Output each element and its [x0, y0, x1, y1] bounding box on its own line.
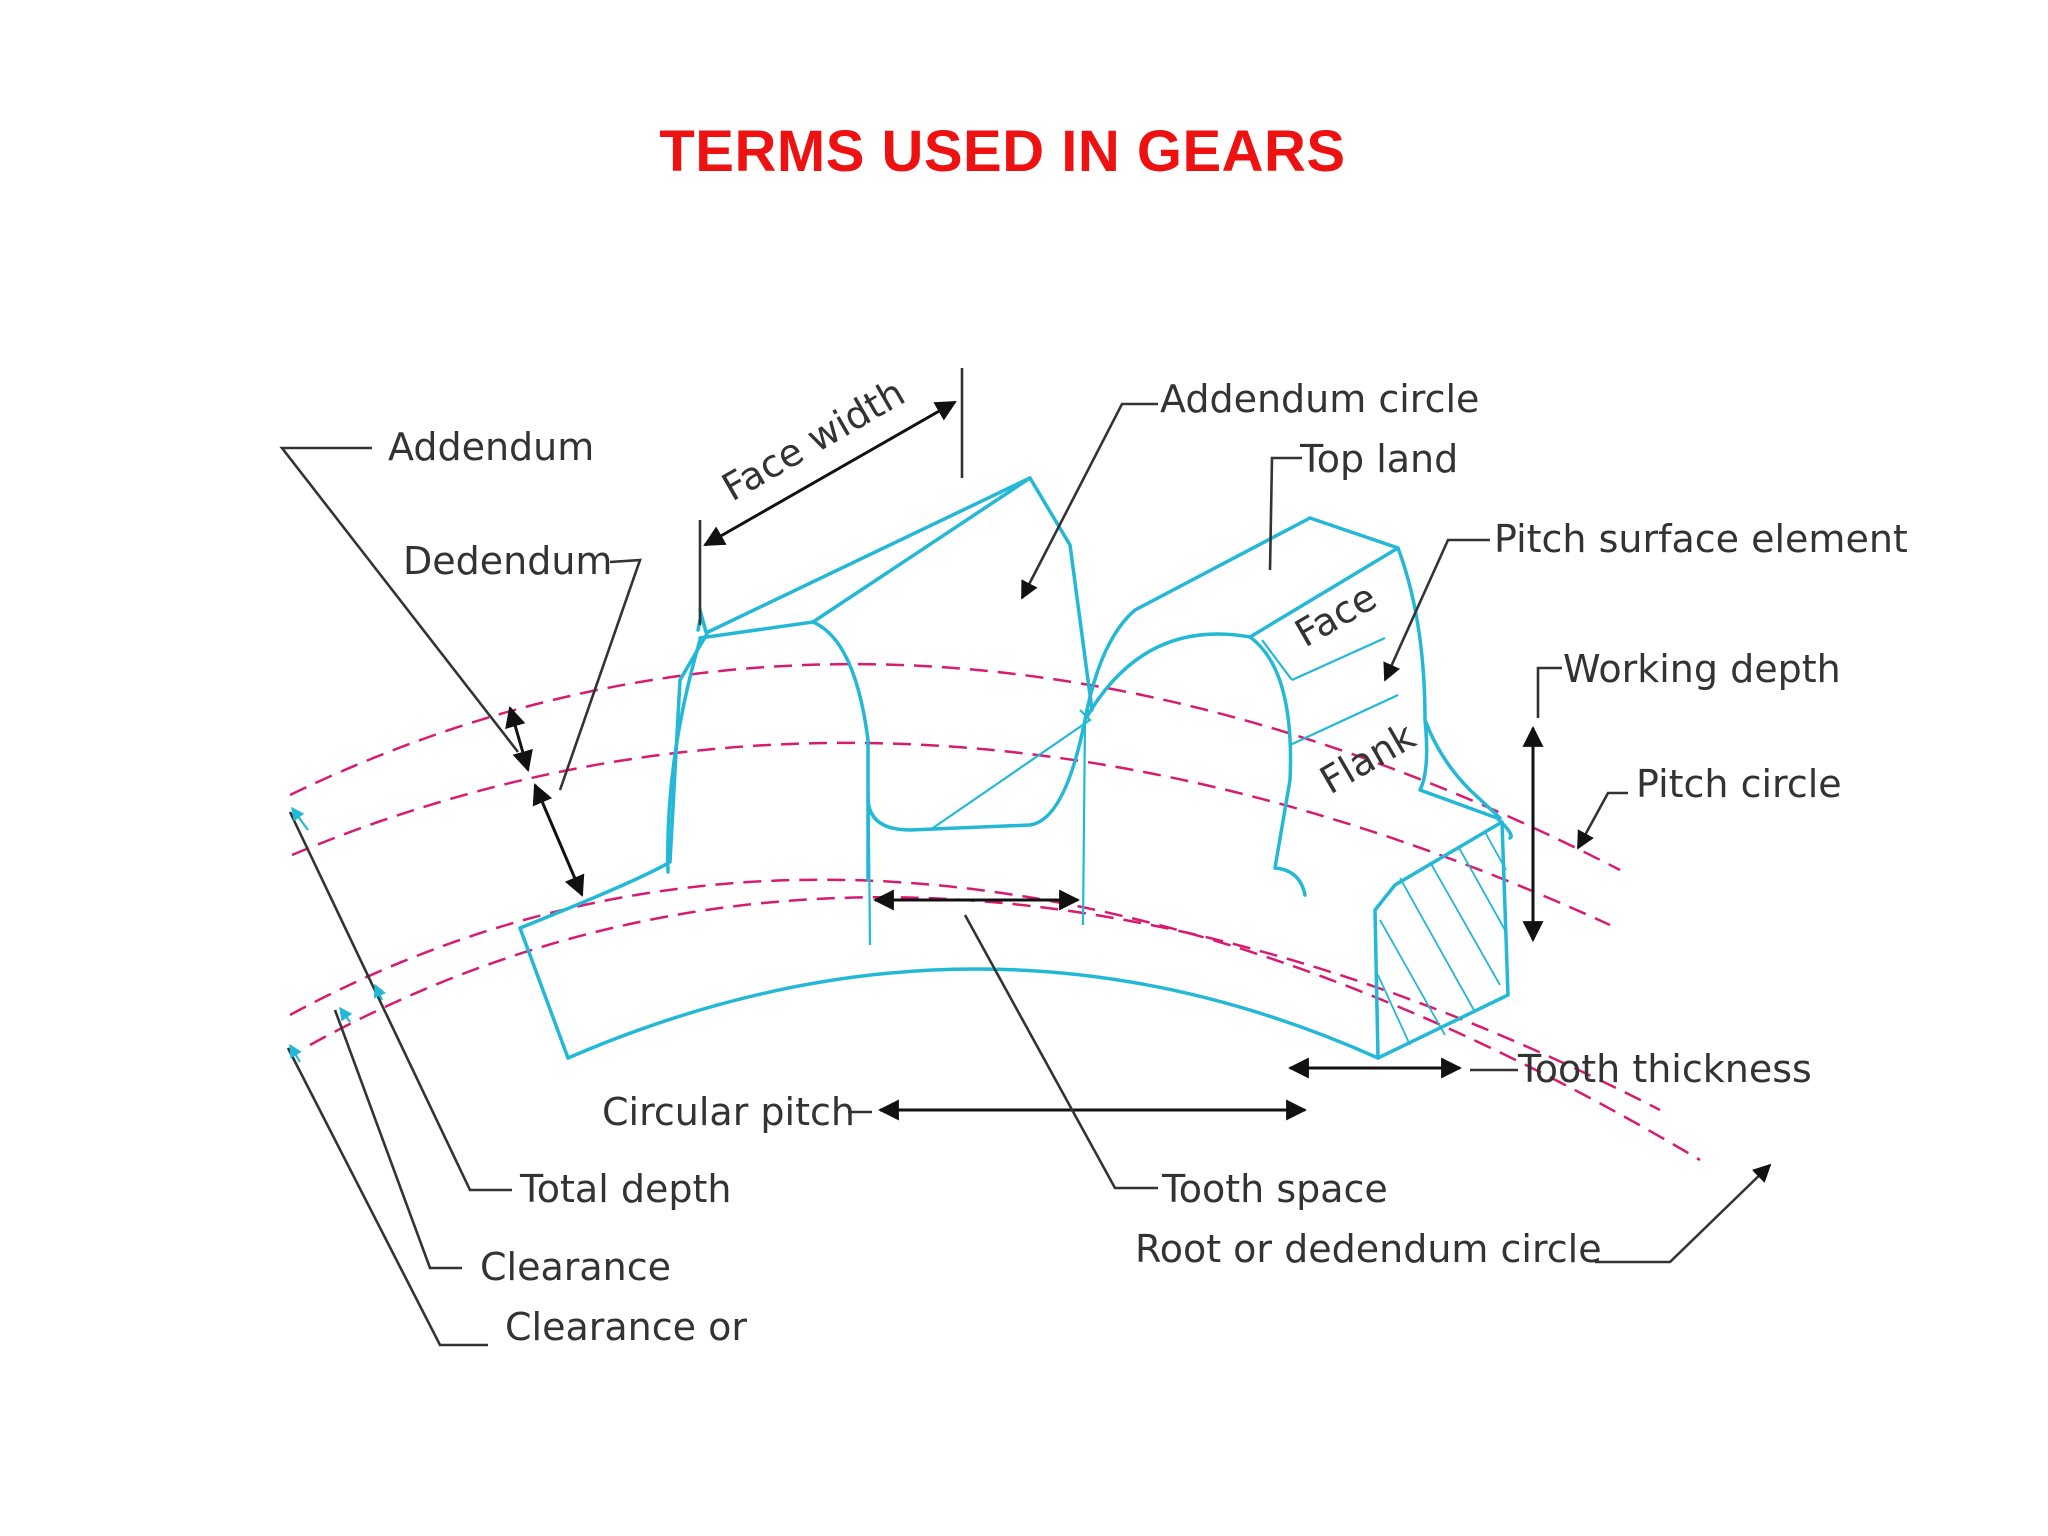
label-pitch-circle: Pitch circle [1636, 762, 1842, 806]
label-circular-pitch: Circular pitch [602, 1090, 855, 1134]
label-root-circle: Root or dedendum circle [1135, 1227, 1602, 1271]
label-clearance-or: Clearance or [505, 1305, 747, 1349]
tooth-section-hatching [1377, 831, 1507, 1046]
slide-title: TERMS USED IN GEARS [659, 119, 1346, 184]
face-width-dimension [698, 368, 964, 625]
label-tooth-space: Tooth space [1161, 1167, 1388, 1211]
label-addendum-circle: Addendum circle [1160, 377, 1479, 421]
leader-lines [279, 402, 1772, 1347]
label-pitch-surface-element: Pitch surface element [1494, 517, 1908, 561]
label-clearance: Clearance [480, 1245, 671, 1289]
addendum-dedendum-dimension [505, 705, 585, 897]
pitch-circle-arc [291, 741, 1611, 927]
gear-body [518, 476, 1513, 1060]
root-circle-arc [289, 878, 1701, 1162]
label-working-depth: Working depth [1563, 647, 1841, 691]
label-face-width: Face width [715, 370, 913, 509]
label-top-land: Top land [1299, 437, 1458, 481]
addendum-circle-arc [289, 662, 1621, 872]
label-dedendum: Dedendum [403, 539, 612, 583]
label-total-depth: Total depth [519, 1167, 731, 1211]
left-arc-arrowheads [289, 806, 387, 1063]
label-tooth-thickness: Tooth thickness [1517, 1047, 1812, 1091]
label-addendum: Addendum [388, 425, 594, 469]
